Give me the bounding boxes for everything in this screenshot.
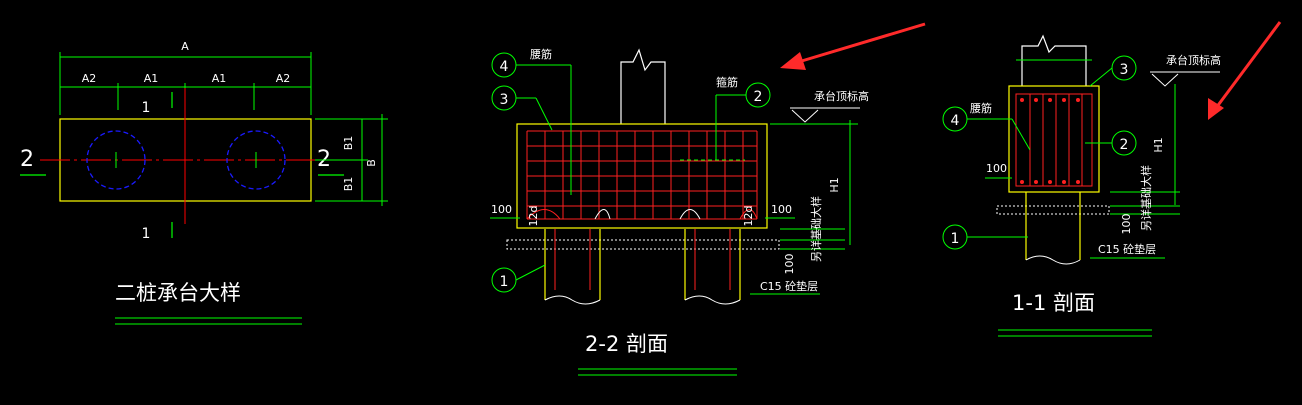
section-mark-left: 2 (20, 147, 34, 172)
label-waist-bar-1-1: 腰筋 (970, 101, 992, 115)
dim-total-label: A (181, 40, 189, 53)
dim-b1-top: B1 (342, 136, 355, 151)
svg-text:4: 4 (500, 59, 509, 75)
label-top-elevation-2-2: 承台顶标高 (814, 89, 869, 103)
rebar-1-1 (1015, 93, 1093, 187)
callout-4-1-1: 4 腰筋 (942, 101, 1031, 151)
section-mark-bottom: 1 (142, 226, 151, 242)
section-mark-top: 1 (142, 100, 151, 116)
column-outline-1-1 (1021, 34, 1087, 86)
dim-segment-a2-right: A2 (276, 72, 291, 85)
cushion-layer-2-2 (506, 239, 780, 250)
dim-100-1-1: 100 (986, 162, 1007, 175)
svg-text:1: 1 (951, 231, 960, 247)
dim-b1-bottom: B1 (342, 177, 355, 192)
callout-2-1-1: 2 (1085, 130, 1137, 156)
dim-12d-left: 12d (527, 206, 540, 227)
dim-100-right: 100 (771, 203, 792, 216)
section-1-1-title: 1-1 剖面 (1012, 291, 1095, 315)
cap-outline-1-1 (1008, 85, 1100, 193)
callout-1-1-1: 1 (942, 224, 1028, 250)
dim-b: B (365, 159, 378, 167)
callout-2-2-2: 2 箍筋 (680, 75, 771, 161)
label-cushion-2-2: C15 砼垫层 (760, 279, 818, 293)
column-outline (620, 48, 666, 124)
dim-h1-2-2: H1 (828, 177, 841, 192)
dim-100-left: 100 (491, 203, 512, 216)
dim-100-bottom-2-2: 100 (783, 254, 796, 275)
red-annotation-arrow-middle (780, 22, 926, 70)
pile-cap-plan-view: A A2 A1 A1 A2 1 1 2 2 B1 (20, 40, 388, 325)
label-top-elevation-1-1: 承台顶标高 (1166, 53, 1221, 67)
label-waist-bar-2-2: 腰筋 (530, 47, 552, 61)
label-stirrup-2-2: 箍筋 (716, 75, 738, 89)
plan-title: 二桩承台大样 (115, 281, 241, 305)
label-bottom-elevation-1-1: 另详基础大样 (1139, 165, 1153, 231)
callout-3-2-2: 3 (491, 85, 553, 131)
svg-text:3: 3 (500, 92, 509, 108)
dim-segment-a1-left: A1 (144, 72, 159, 85)
dim-100-bottom-1-1: 100 (1120, 214, 1133, 235)
dim-segment-a2-left: A2 (82, 72, 97, 85)
svg-text:2: 2 (754, 89, 763, 105)
dim-h1-1-1: H1 (1152, 137, 1165, 152)
label-bottom-elevation-2-2: 另详基础大样 (809, 196, 823, 262)
pile-left-2-2 (544, 229, 601, 305)
svg-text:1: 1 (500, 274, 509, 290)
pile-circle-right (226, 130, 286, 190)
callout-4-2-2: 4 腰筋 (491, 47, 572, 195)
label-cushion-1-1: C15 砼垫层 (1098, 242, 1156, 256)
dim-segment-a1-right: A1 (212, 72, 227, 85)
svg-text:3: 3 (1120, 62, 1129, 78)
section-2-2-view: 4 腰筋 3 2 箍筋 1 承台顶标高 (490, 47, 869, 376)
pile-circle-left (86, 130, 146, 190)
pile-right-2-2 (684, 229, 741, 305)
svg-text:2: 2 (1120, 137, 1129, 153)
red-annotation-arrow-right (1208, 21, 1282, 120)
section-2-2-title: 2-2 剖面 (585, 332, 668, 356)
pile-1-1 (1025, 192, 1081, 265)
cap-outline-2-2 (516, 123, 768, 229)
svg-text:4: 4 (951, 113, 960, 129)
rebar-grid (526, 130, 758, 220)
section-1-1-view: 3 4 腰筋 2 1 承台顶标高 H1 100 (942, 34, 1221, 337)
dim-12d-right: 12d (742, 206, 755, 227)
cushion-layer-1-1 (996, 205, 1110, 215)
callout-1-2-2: 1 (491, 264, 546, 293)
callout-3-1-1: 3 (1089, 55, 1137, 87)
